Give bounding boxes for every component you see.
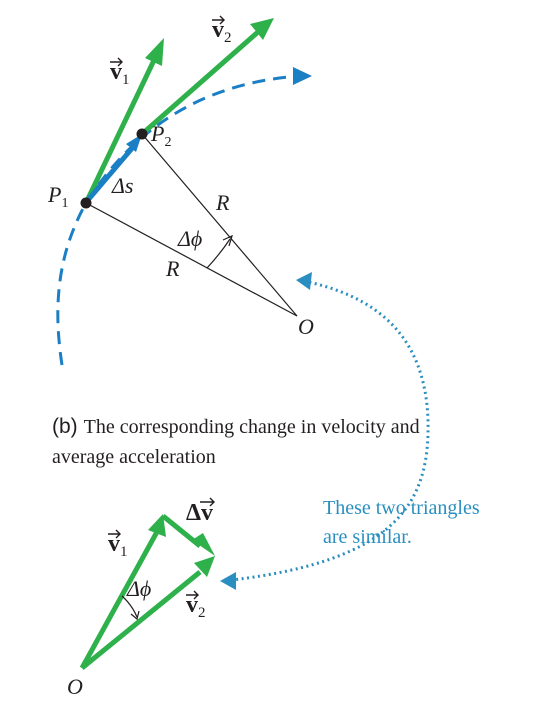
velocity-v2-arrow-a (140, 30, 260, 136)
displacement-arrow (86, 144, 136, 202)
delta-v-arrowhead (192, 533, 215, 556)
delta-phi-arrowhead-b (130, 610, 140, 621)
delta-v-vector-overbar (200, 497, 215, 507)
velocity-v1-arrow-b (79, 528, 161, 670)
label-origin-a: O (298, 314, 314, 339)
point-p1 (80, 197, 92, 209)
similarity-note-line2: are similar. (323, 526, 412, 548)
label-delta-phi-a: Δϕ (177, 226, 202, 251)
caption-b-line1: (b)The corresponding change in velocity … (52, 415, 420, 438)
label-delta-v: Δv (186, 500, 213, 526)
velocity-v1-arrow-a (83, 54, 159, 205)
velocity-v1-arrowhead-b (148, 514, 166, 537)
v2-vector-overbar-b (186, 590, 199, 600)
velocity-v2-arrowhead-b (194, 556, 215, 577)
label-p2: P2 (150, 121, 171, 150)
path-arrowhead (293, 67, 312, 85)
v1-vector-overbar-b (108, 529, 121, 539)
circular-path (56, 74, 301, 366)
displacement-arrowhead (126, 134, 142, 152)
label-delta-s: Δs (111, 173, 133, 198)
velocity-v2-arrowhead-a (250, 18, 274, 40)
label-delta-phi-b: Δϕ (126, 576, 151, 601)
velocity-v1-arrowhead-a (145, 38, 164, 66)
label-origin-b: O (67, 674, 83, 699)
v2-vector-overbar-a (212, 15, 225, 25)
connector-arrowhead-bottom (220, 572, 236, 590)
radius-line-p1 (85, 202, 298, 317)
v1-vector-overbar-a (110, 57, 123, 67)
label-radius-upper: R (215, 190, 230, 215)
label-p1: P1 (47, 182, 68, 211)
delta-phi-arc-b (121, 595, 138, 618)
delta-phi-arrowhead-a (222, 234, 233, 247)
similarity-connector (231, 279, 430, 582)
point-p2 (136, 128, 148, 140)
radius-line-p2 (141, 133, 298, 317)
connector-arrowhead-top (296, 272, 312, 290)
label-radius-lower: R (165, 256, 180, 281)
caption-b-line2: average acceleration (52, 446, 216, 468)
similarity-note-line1: These two triangles (323, 497, 480, 519)
delta-phi-arc-a (206, 238, 231, 269)
velocity-v2-arrow-b (80, 570, 202, 670)
